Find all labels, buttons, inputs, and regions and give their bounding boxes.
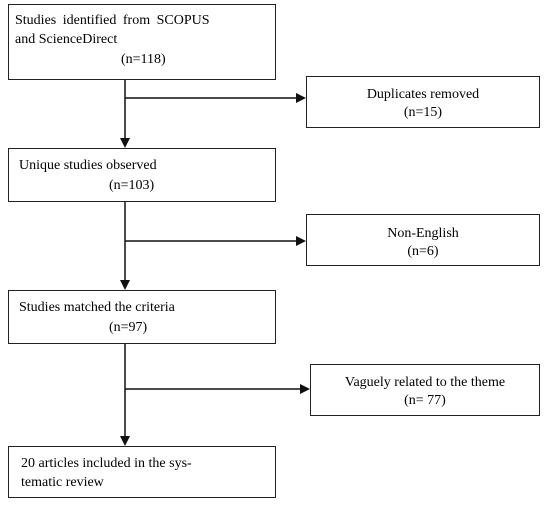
duplicates-label: Duplicates removed bbox=[366, 87, 480, 102]
box-articles-included: 20 articles included in the sys- tematic… bbox=[8, 446, 276, 498]
criteria-label: Studies matched the criteria bbox=[19, 300, 175, 315]
unique-count: (n=103) bbox=[109, 178, 155, 193]
box-studies-identified: Studies identified from SCOPUS and Scien… bbox=[8, 4, 276, 80]
box-non-english: Non-English (n=6) bbox=[306, 214, 540, 266]
non-english-count: (n=6) bbox=[407, 244, 439, 259]
non-english-label: Non-English bbox=[387, 226, 459, 241]
box-unique-studies: Unique studies observed (n=103) bbox=[8, 148, 276, 202]
vaguely-label: Vaguely related to the theme bbox=[344, 375, 506, 390]
box-vaguely-related: Vaguely related to the theme (n= 77) bbox=[310, 364, 540, 416]
vaguely-count: (n= 77) bbox=[404, 393, 446, 408]
included-label-line2: tematic review bbox=[21, 475, 104, 490]
duplicates-count: (n=15) bbox=[403, 105, 443, 120]
box-duplicates-removed: Duplicates removed (n=15) bbox=[306, 76, 540, 128]
criteria-count: (n=97) bbox=[109, 320, 148, 335]
identified-count: (n=118) bbox=[121, 52, 166, 67]
box-matched-criteria: Studies matched the criteria (n=97) bbox=[8, 290, 276, 344]
identified-label-line2: and ScienceDirect bbox=[15, 32, 118, 47]
unique-label: Unique studies observed bbox=[19, 158, 157, 173]
included-label-line1: 20 articles included in the sys- bbox=[21, 456, 192, 471]
identified-label-line1: Studies identified from SCOPUS bbox=[15, 13, 210, 28]
